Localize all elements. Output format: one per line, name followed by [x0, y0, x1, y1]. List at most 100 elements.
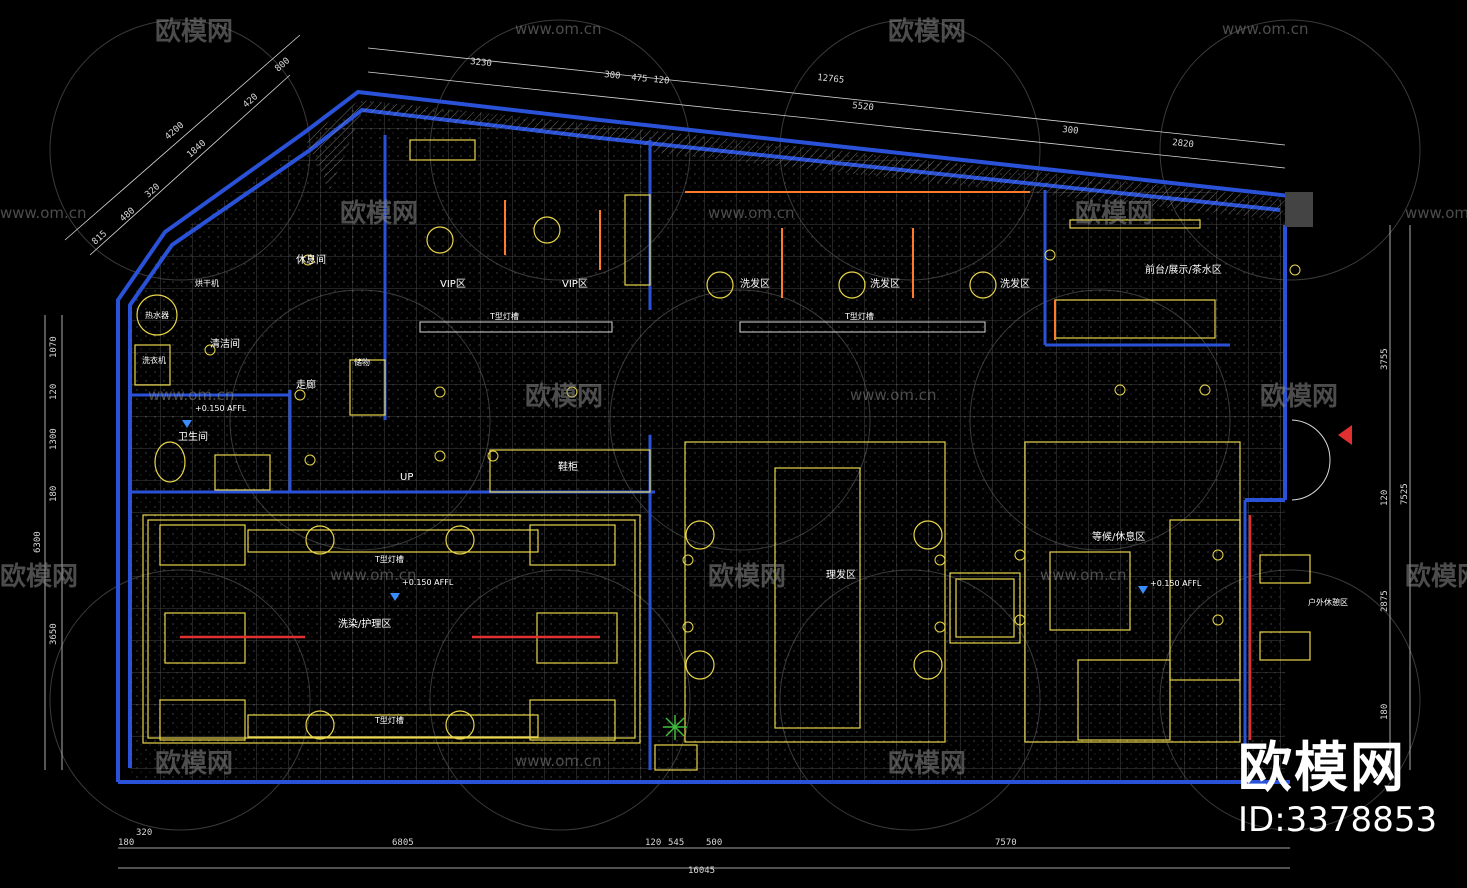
dimension-label: 6300	[33, 531, 43, 553]
level-annotation: +0.150 AFFL	[402, 578, 454, 587]
dimension-label: 1070	[49, 336, 59, 358]
watermark-url: www.om.cn	[1405, 204, 1467, 222]
room-label: VIP区	[562, 278, 588, 290]
watermark-text: 欧模网	[708, 561, 786, 592]
dimension-label: 800	[273, 56, 292, 74]
dimension-label: 120	[1380, 490, 1390, 506]
entrance-arrow-icon	[1338, 425, 1352, 445]
dimension-label: 1840	[185, 138, 208, 160]
entrance-door	[1291, 419, 1331, 501]
dimension-label: 2820	[1172, 138, 1195, 150]
room-label: VIP区	[440, 278, 466, 290]
light-slots	[419, 321, 986, 333]
light-slot-label: T型灯槽	[489, 311, 519, 321]
watermark-text: 欧模网	[1260, 381, 1338, 412]
room-label: 洗衣机	[142, 355, 166, 365]
room-label: 前台/展示/茶水区	[1145, 263, 1222, 276]
level-marker-icon	[390, 593, 400, 601]
dimension-label: 500	[706, 838, 722, 848]
level-marker-icon	[1138, 586, 1148, 594]
accent-lines	[504, 191, 1056, 340]
watermark-url: www.om.cn	[148, 386, 235, 404]
dimension-label: 2875	[1380, 590, 1390, 612]
room-label: 等候/休息区	[1092, 530, 1145, 543]
watermark-url: www.om.cn	[515, 752, 602, 770]
dimension-label: 300	[1062, 125, 1079, 137]
watermark-text: 欧模网	[155, 16, 233, 47]
watermark-text: 欧模网	[155, 748, 233, 779]
brand-block: 欧模网 ID:3378853	[1238, 736, 1438, 841]
watermark-text: 欧模网	[888, 748, 966, 779]
dimension-label: 320	[136, 828, 152, 838]
dimension-label: 120	[653, 75, 670, 87]
ceiling-lights	[204, 249, 1301, 633]
room-label: 户外休憩区	[1308, 597, 1348, 607]
room-label: 烘干机	[195, 278, 219, 288]
room-label: 储物	[354, 357, 370, 367]
room-label: 鞋柜	[558, 460, 578, 473]
floor-area	[130, 100, 1285, 780]
watermark-url: www.om.cn	[330, 566, 417, 584]
dimension-label: 7525	[1400, 483, 1410, 505]
dimension-label: 180	[118, 838, 134, 848]
wall-hatching	[305, 100, 1313, 227]
dimension-label: 120	[645, 838, 661, 848]
dimension-label: 3230	[470, 57, 493, 69]
dimension-label: 3650	[49, 623, 59, 645]
room-label: 洗发区	[1000, 277, 1030, 290]
room-label: 清洁间	[210, 337, 240, 350]
dimension-lines	[44, 34, 1411, 869]
room-label: 洗发区	[740, 277, 770, 290]
room-label: 洗发区	[870, 277, 900, 290]
dimension-label: 300	[604, 70, 621, 82]
room-label: 洗染/护理区	[338, 617, 391, 630]
dimension-label: 5520	[852, 101, 875, 113]
up-annotation: UP	[400, 472, 413, 483]
plant-icon	[663, 715, 687, 740]
watermark-url: www.om.cn	[515, 20, 602, 38]
dimension-label: 180	[49, 486, 59, 502]
watermark-url: www.om.cn	[708, 204, 795, 222]
dimension-label: 7570	[995, 838, 1017, 848]
dimension-label: 16045	[688, 866, 715, 876]
room-label: 理发区	[826, 568, 856, 581]
light-slot-label: T型灯槽	[844, 311, 874, 321]
watermark-text: 欧模网	[0, 561, 78, 592]
dimension-label: 545	[668, 838, 684, 848]
light-slot-label: T型灯槽	[374, 554, 404, 564]
room-label: 热水器	[145, 310, 169, 320]
dimension-label: 12765	[817, 73, 845, 86]
room-label: 卫生间	[178, 430, 208, 443]
watermark-text: 欧模网	[1405, 561, 1467, 592]
dimension-label: 420	[241, 92, 260, 110]
room-label: 休息间	[296, 253, 326, 266]
dimension-label: 180	[1380, 704, 1390, 720]
red-lines	[180, 515, 1252, 740]
watermark-text: 欧模网	[888, 16, 966, 47]
brand-name: 欧模网	[1238, 736, 1406, 799]
dimension-label: 320	[143, 182, 162, 200]
room-label: 走廊	[296, 378, 316, 391]
dimension-label: 6805	[392, 838, 414, 848]
dimension-label: 4200	[163, 120, 186, 142]
watermark-url: www.om.cn	[1040, 566, 1127, 584]
watermark-url: www.om.cn	[1222, 20, 1309, 38]
level-marker-icon	[182, 420, 192, 428]
dimension-label: 3755	[1380, 348, 1390, 370]
watermark-text: 欧模网	[340, 198, 418, 229]
dimension-label: 1300	[49, 428, 59, 450]
light-slot-label: T型灯槽	[374, 715, 404, 725]
dimension-label: 815	[90, 229, 109, 247]
level-annotation: +0.150 AFFL	[195, 404, 247, 413]
watermarks: 欧模网 www.om.cn 欧模网 www.om.cn www.om.cn 欧模…	[0, 16, 1467, 779]
level-annotation: +0.150 AFFL	[1150, 579, 1202, 588]
watermark-url: www.om.cn	[850, 386, 937, 404]
watermark-text: 欧模网	[1075, 198, 1153, 229]
dimension-label: 480	[118, 206, 137, 224]
dimension-label: 475	[631, 73, 648, 85]
watermark-text: 欧模网	[525, 381, 603, 412]
dimension-label: 120	[49, 384, 59, 400]
watermark-url: www.om.cn	[0, 204, 87, 222]
brand-id: ID:3378853	[1238, 800, 1438, 840]
